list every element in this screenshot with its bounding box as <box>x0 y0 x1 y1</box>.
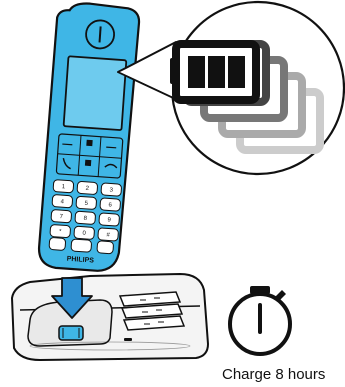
stopwatch-icon <box>228 286 292 356</box>
keypad-key-label: 4 <box>60 199 64 205</box>
keypad-key-label: 8 <box>83 216 87 222</box>
base-buttons <box>118 291 186 331</box>
keypad-key-label: 3 <box>109 187 113 193</box>
earpiece <box>85 19 115 50</box>
keypad-key-label: 7 <box>59 214 63 220</box>
keypad-key <box>99 197 121 212</box>
keypad-key <box>52 179 75 194</box>
keypad-key <box>50 209 72 224</box>
keypad-key-label: * <box>59 229 62 235</box>
keypad-key-label: 9 <box>107 217 111 223</box>
handset-screen <box>62 55 128 131</box>
base-station <box>10 272 210 362</box>
nav-keys <box>55 133 124 179</box>
keypad-key <box>100 182 122 197</box>
keypad-key <box>97 227 119 242</box>
brand-label: PHILIPS <box>66 256 94 265</box>
keypad-key-label: 5 <box>84 201 88 207</box>
keypad-key <box>75 195 97 210</box>
battery-callout <box>117 0 345 176</box>
keypad-key-label: 2 <box>85 186 89 192</box>
keypad-key-label: # <box>106 232 110 238</box>
keypad-key-label: 0 <box>82 231 86 237</box>
keypad-key <box>76 180 98 195</box>
battery-full-icon <box>170 40 260 104</box>
handset: 1 2 3 4 5 6 7 8 9 * 0 # PHILIPS <box>38 2 141 272</box>
arrow-down-icon <box>51 277 93 319</box>
keypad-key <box>98 212 120 227</box>
keypad-key-label: 6 <box>108 202 112 208</box>
keypad: 1 2 3 4 5 6 7 8 9 * 0 # <box>49 179 122 242</box>
charging-contact <box>58 325 84 341</box>
base-indicator <box>124 338 132 341</box>
keypad-key <box>73 225 95 240</box>
keypad-key <box>51 194 73 209</box>
charge-time-caption: Charge 8 hours <box>222 366 326 383</box>
keypad-key <box>49 224 71 239</box>
keypad-key-label: 1 <box>61 184 65 190</box>
keypad-key <box>74 210 96 225</box>
